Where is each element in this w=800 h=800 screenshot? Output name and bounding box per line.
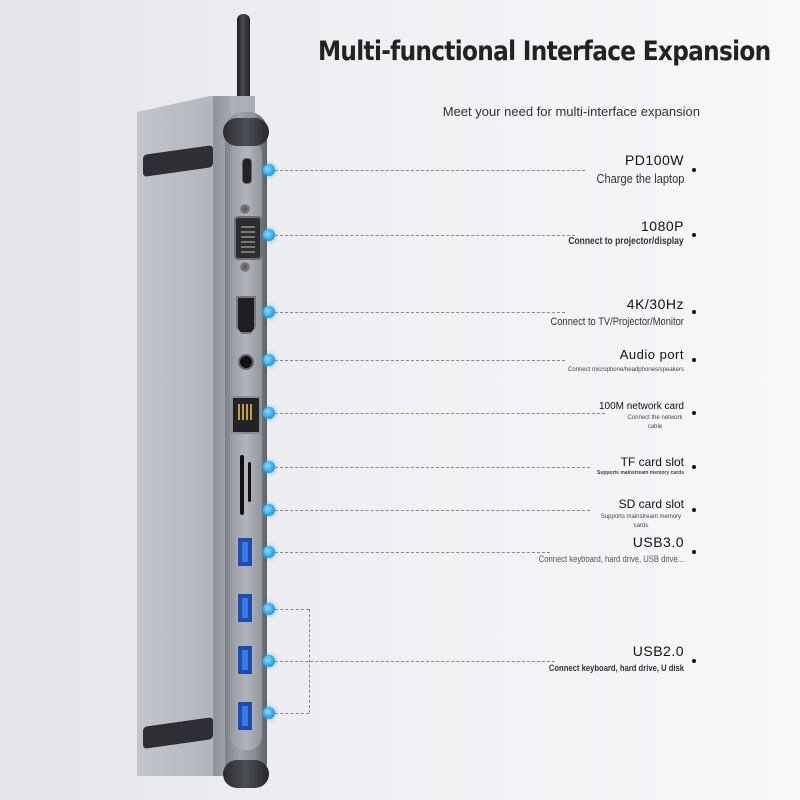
usb-cable: [237, 14, 250, 110]
callout-dot: [263, 164, 275, 176]
callout-dot: [263, 354, 275, 366]
hdmi-port: [236, 296, 256, 334]
callout-end-dot: [692, 233, 696, 237]
page-subtitle: Meet your need for multi-interface expan…: [442, 104, 700, 119]
callout-title: USB2.0: [632, 643, 684, 659]
callout-sd-card: SD card slot Supports mainstream memory …: [598, 497, 684, 531]
callout-title: 1080P: [641, 218, 684, 234]
ethernet-port: [231, 396, 261, 434]
usb-c-port: [242, 158, 252, 184]
callout-desc: Connect the network cable: [627, 415, 683, 430]
callout-usb2: USB2.0 Connect keyboard, hard drive, U d…: [525, 643, 684, 673]
callout-dot: [263, 461, 275, 473]
callout-usb3: USB3.0 Connect keyboard, hard drive, USB…: [513, 534, 684, 564]
callout-end-dot: [692, 659, 696, 663]
callout-1080p: 1080P Connect to projector/display: [548, 218, 684, 247]
callout-dot: [263, 306, 275, 318]
callout-bracket: [309, 609, 310, 713]
callout-dot: [263, 707, 275, 719]
callout-desc: Connect to projector/display: [568, 236, 684, 247]
callout-desc: Charge the laptop: [596, 171, 684, 186]
callout-title: USB3.0: [632, 534, 684, 550]
callout-network: 100M network card Connect the network ca…: [599, 401, 684, 432]
callout-line: [275, 713, 309, 714]
callout-line: [275, 552, 550, 553]
usb2-port: [236, 644, 254, 676]
callout-end-dot: [692, 168, 696, 172]
vga-screw: [240, 204, 250, 214]
callout-desc: Connect keyboard, hard drive, USB drive.…: [538, 554, 684, 564]
callout-dot: [263, 655, 275, 667]
audio-jack: [238, 354, 254, 370]
hub-end-cap-bottom: [223, 760, 269, 788]
vga-screw: [240, 262, 250, 272]
callout-desc: Supports mainstream memory cards: [597, 470, 684, 476]
callout-line: [275, 609, 309, 610]
callout-dot: [263, 546, 275, 558]
callout-title: Audio port: [619, 347, 684, 362]
tf-card-slot: [240, 455, 244, 515]
page-title: Multi-functional Interface Expansion: [318, 36, 771, 67]
callout-line: [275, 510, 590, 511]
callout-end-dot: [692, 310, 696, 314]
callout-dot: [263, 407, 275, 419]
callout-title: 100M network card: [598, 401, 684, 412]
callout-dot: [263, 504, 275, 516]
callout-line: [275, 235, 575, 236]
sd-card-slot: [248, 462, 251, 502]
callout-tf-card: TF card slot Supports mainstream memory …: [597, 455, 684, 478]
usb3-port: [236, 536, 254, 568]
callout-pd100w: PD100W Charge the laptop: [581, 152, 684, 186]
callout-title: SD card slot: [618, 497, 684, 511]
callout-4k: 4K/30Hz Connect to TV/Projector/Monitor: [527, 296, 684, 328]
callout-line: [275, 413, 605, 414]
callout-dot: [263, 603, 275, 615]
vga-port: [234, 216, 262, 260]
callout-line: [275, 467, 590, 468]
callout-desc: Connect microphone/headphones/speakers: [567, 367, 684, 373]
hub-end-cap-top: [223, 118, 269, 146]
callout-end-dot: [692, 508, 696, 512]
callout-end-dot: [692, 550, 696, 554]
callout-dot: [263, 229, 275, 241]
callout-line: [275, 661, 555, 662]
callout-desc: Connect keyboard, hard drive, U disk: [548, 663, 684, 673]
callout-title: PD100W: [624, 152, 684, 168]
usb2-port: [236, 700, 254, 732]
callout-end-dot: [692, 411, 696, 415]
callout-end-dot: [692, 465, 696, 469]
callout-line: [275, 170, 585, 171]
callout-line: [275, 312, 565, 313]
callout-title: 4K/30Hz: [626, 296, 684, 312]
callout-desc: Supports mainstream memory cards: [600, 514, 682, 529]
callout-line: [275, 360, 565, 361]
callout-audio: Audio port Connect microphone/headphones…: [568, 347, 684, 375]
callout-title: TF card slot: [620, 455, 684, 469]
callout-desc: Connect to TV/Projector/Monitor: [550, 316, 684, 328]
callout-end-dot: [692, 358, 696, 362]
usb2-port: [236, 592, 254, 624]
